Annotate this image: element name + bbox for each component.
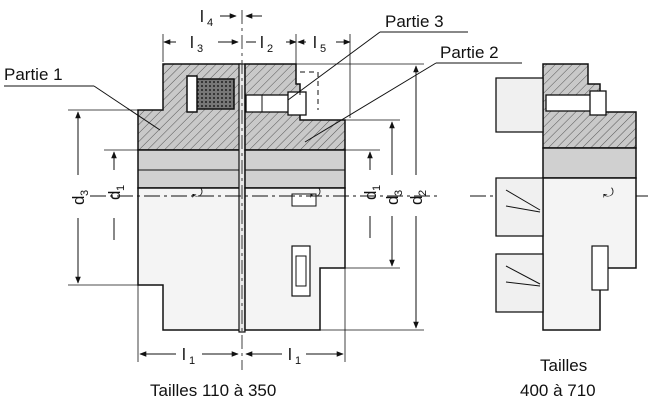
svg-text:2: 2 xyxy=(417,190,429,196)
svg-text:d: d xyxy=(105,191,124,200)
svg-text:1: 1 xyxy=(189,355,195,367)
dim-l1-right: l 1 xyxy=(245,268,346,367)
caption-left: Tailles 110 à 350 xyxy=(150,381,276,400)
large-size-view: ⤾ xyxy=(495,63,637,331)
svg-text:Partie 2: Partie 2 xyxy=(440,43,499,62)
rotation-mark-mid: ⤾ xyxy=(310,185,321,200)
svg-text:⤾: ⤾ xyxy=(603,185,614,200)
rotation-mark-left: ⤾ xyxy=(192,185,203,200)
svg-text:3: 3 xyxy=(393,190,405,196)
dim-d1-left: d 1 xyxy=(104,149,138,240)
svg-text:d: d xyxy=(383,196,402,205)
svg-text:l: l xyxy=(260,33,264,52)
part3-bolt xyxy=(245,71,319,116)
svg-text:4: 4 xyxy=(207,17,213,29)
svg-text:5: 5 xyxy=(320,43,326,55)
dim-d2: d 2 xyxy=(245,63,429,331)
svg-text:l: l xyxy=(288,345,292,364)
dim-l4: l 4 xyxy=(200,7,262,29)
dim-d3-right: d 3 xyxy=(345,119,405,269)
svg-text:d: d xyxy=(407,196,426,205)
label-part2: Partie 2 xyxy=(304,43,522,143)
svg-text:l: l xyxy=(182,345,186,364)
caption-right-line2: 400 à 710 xyxy=(520,381,596,400)
dim-l3: l 3 xyxy=(162,33,239,62)
svg-text:1: 1 xyxy=(115,185,127,191)
dim-d3-left: d 3 xyxy=(68,109,160,286)
svg-text:l: l xyxy=(200,7,204,26)
label-part1: Partie 1 xyxy=(4,65,161,131)
dim-l2: l 2 xyxy=(246,33,297,80)
dim-l5: l 5 xyxy=(297,33,351,118)
svg-text:d: d xyxy=(361,191,380,200)
svg-text:Partie 1: Partie 1 xyxy=(4,65,63,84)
svg-text:1: 1 xyxy=(295,355,301,367)
svg-text:d: d xyxy=(69,196,88,205)
svg-text:3: 3 xyxy=(79,190,91,196)
knurled-screw xyxy=(186,75,235,113)
svg-text:l: l xyxy=(313,33,317,52)
svg-text:l: l xyxy=(190,33,194,52)
dim-d1-right: d 1 xyxy=(345,149,383,238)
svg-text:3: 3 xyxy=(197,43,203,55)
svg-text:1: 1 xyxy=(371,185,383,191)
dim-l1-left: l 1 xyxy=(137,285,239,367)
svg-text:Partie 3: Partie 3 xyxy=(385,12,444,31)
svg-text:2: 2 xyxy=(267,43,273,55)
label-part3: Partie 3 xyxy=(287,12,468,101)
caption-right-line1: Tailles xyxy=(540,356,587,375)
